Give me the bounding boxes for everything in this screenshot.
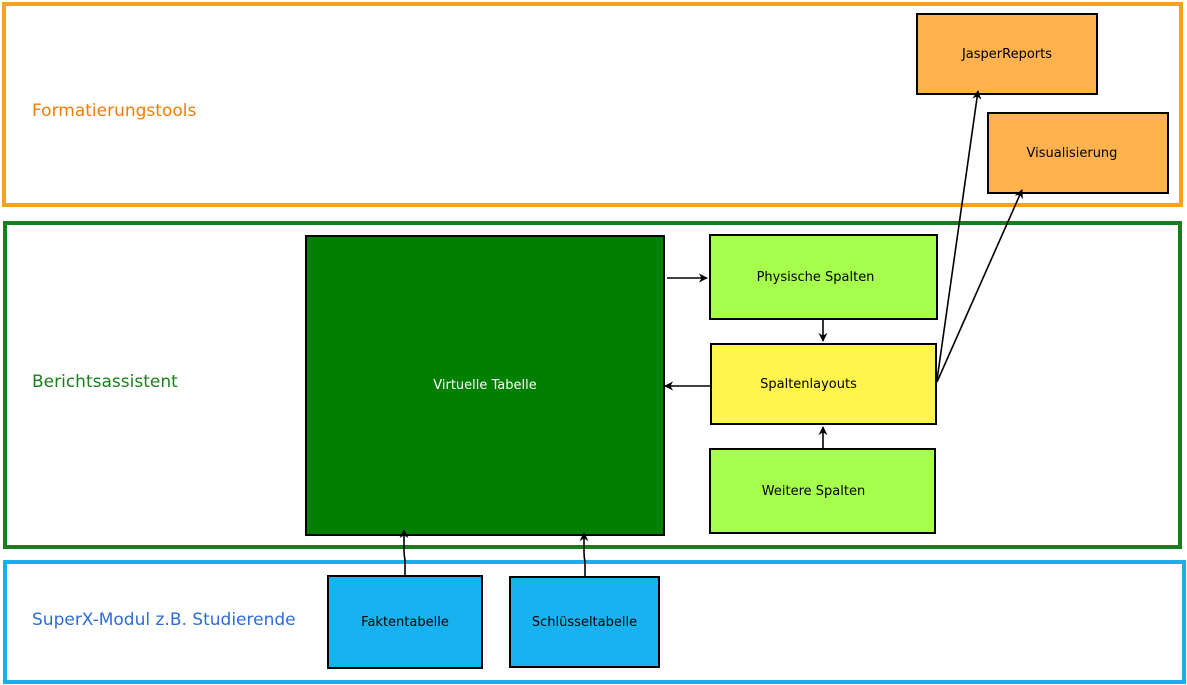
faktentabelle-box: Faktentabelle (327, 575, 483, 669)
superx-modul-label: SuperX-Modul z.B. Studierende (32, 610, 296, 630)
virtuelle-tabelle-box: Virtuelle Tabelle (305, 235, 665, 536)
berichtsassistent-label: Berichtsassistent (32, 372, 178, 392)
visualisierung-box: Visualisierung (987, 112, 1169, 194)
berichtsassistent-layer (3, 221, 1182, 549)
formatierungstools-label: Formatierungstools (32, 101, 197, 121)
schluesseltabelle-box: Schlüsseltabelle (509, 576, 660, 668)
physische-spalten-box: Physische Spalten (709, 234, 938, 320)
jasperreports-box: JasperReports (916, 13, 1098, 95)
superx-modul-layer (3, 560, 1186, 684)
weitere-spalten-box: Weitere Spalten (709, 448, 936, 534)
spaltenlayouts-box: Spaltenlayouts (710, 343, 937, 425)
formatierungstools-layer (2, 2, 1183, 207)
